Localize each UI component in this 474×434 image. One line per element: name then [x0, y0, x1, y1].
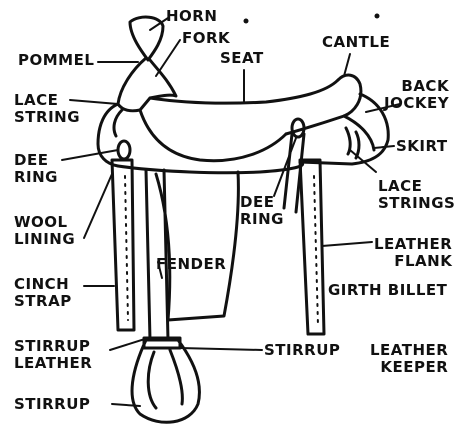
label-cinch-strap-line1: CINCH [14, 276, 72, 293]
label-horn-text: HORN [166, 8, 217, 25]
label-stirrup-leather-line2: LEATHER [14, 355, 92, 372]
ink-dot [375, 14, 380, 19]
leader-stirrup-bottom [112, 404, 140, 406]
label-skirt-text: SKIRT [396, 138, 448, 155]
label-back-jockey-line1: BACK [384, 78, 449, 95]
label-lace-strings-line2: STRINGS [378, 195, 455, 212]
label-stirrup-bottom-text: STIRRUP [14, 396, 90, 413]
label-cantle-text: CANTLE [322, 34, 390, 51]
leader-leather-flank [322, 242, 372, 246]
label-seat-text: SEAT [220, 50, 264, 67]
label-girth-billet-text: GIRTH BILLET [328, 282, 447, 299]
label-leather-keeper-line1: LEATHER [370, 342, 448, 359]
label-cantle: CANTLE [322, 34, 390, 51]
label-leather-flank-line2: FLANK [374, 253, 452, 270]
label-fender-text: FENDER [156, 256, 226, 273]
girth-billet-shape [300, 160, 324, 334]
label-skirt: SKIRT [396, 138, 448, 155]
label-leather-flank: LEATHER FLANK [374, 236, 452, 270]
leader-skirt [374, 146, 394, 148]
ink-dot [244, 19, 249, 24]
leader-cantle [344, 54, 350, 76]
label-wool-lining-line1: WOOL [14, 214, 75, 231]
fork-shape [118, 58, 176, 111]
label-pommel: POMMEL [18, 52, 94, 69]
stitching [125, 176, 318, 326]
label-cinch-strap: CINCH STRAP [14, 276, 72, 310]
seat-jockey-line [140, 110, 286, 161]
label-seat: SEAT [220, 50, 264, 67]
label-horn: HORN [166, 8, 217, 25]
leader-fork [156, 40, 180, 76]
label-stirrup-leather-line1: STIRRUP [14, 338, 92, 355]
dee-ring-left [118, 141, 130, 159]
label-pommel-text: POMMEL [18, 52, 94, 69]
leader-wool-lining [84, 174, 112, 238]
label-dee-ring-center-line2: RING [240, 211, 284, 228]
label-leather-keeper-line2: KEEPER [370, 359, 448, 376]
stirrup-tread [148, 350, 182, 408]
label-fender: FENDER [156, 256, 226, 273]
label-lace-string-line1: LACE [14, 92, 80, 109]
cinch-strap-shape [112, 160, 134, 330]
label-lace-string-line2: STRING [14, 109, 80, 126]
leader-lace-strings [350, 150, 376, 172]
label-wool-lining: WOOL LINING [14, 214, 75, 248]
leader-dee-ring-left [62, 150, 118, 160]
label-leather-flank-line1: LEATHER [374, 236, 452, 253]
label-back-jockey-line2: JOCKEY [384, 95, 449, 112]
label-girth-billet: GIRTH BILLET [328, 282, 447, 299]
lace-strings [346, 128, 359, 158]
leather-keeper-shape [144, 338, 180, 348]
label-lace-strings: LACE STRINGS [378, 178, 455, 212]
label-wool-lining-line2: LINING [14, 231, 75, 248]
label-dee-ring-left-line1: DEE [14, 152, 58, 169]
label-lace-strings-line1: LACE [378, 178, 455, 195]
label-fork-text: FORK [182, 30, 230, 47]
label-stirrup-bottom: STIRRUP [14, 396, 90, 413]
label-dee-ring-center: DEE RING [240, 194, 284, 228]
cantle-shape [286, 75, 361, 134]
label-fork: FORK [182, 30, 230, 47]
label-dee-ring-left-line2: RING [14, 169, 58, 186]
label-leather-keeper: LEATHER KEEPER [370, 342, 448, 376]
stirrup-shape [132, 340, 199, 422]
leader-stirrup-center [180, 348, 262, 350]
label-stirrup-center: STIRRUP [264, 342, 340, 359]
label-dee-ring-left: DEE RING [14, 152, 58, 186]
label-back-jockey: BACK JOCKEY [384, 78, 449, 112]
label-dee-ring-center-line1: DEE [240, 194, 284, 211]
lace-string-loop [114, 110, 122, 136]
label-cinch-strap-line2: STRAP [14, 293, 72, 310]
label-lace-string: LACE STRING [14, 92, 80, 126]
label-stirrup-leather: STIRRUP LEATHER [14, 338, 92, 372]
back-jockey-shape [300, 94, 388, 164]
label-stirrup-center-text: STIRRUP [264, 342, 340, 359]
